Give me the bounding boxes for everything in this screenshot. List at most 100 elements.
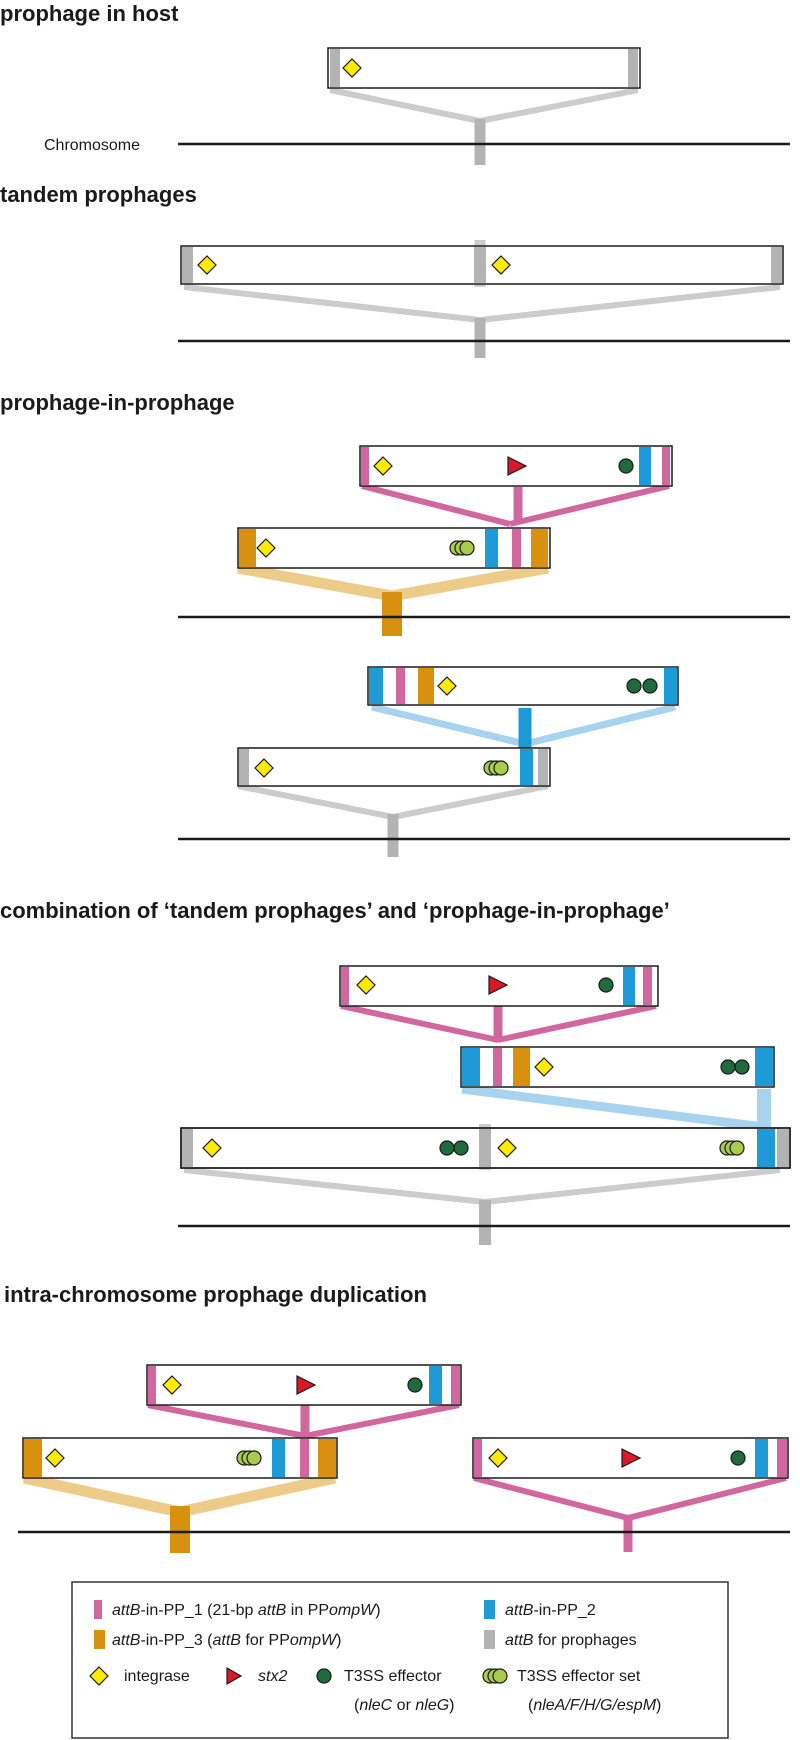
attb-site-53 xyxy=(664,668,677,704)
insertion-site-67 xyxy=(493,1006,503,1042)
insertion-line-104 xyxy=(304,1402,460,1439)
attb-site-27 xyxy=(361,447,369,485)
insertion-site-108 xyxy=(170,1506,190,1553)
attb-site-81 xyxy=(755,1048,773,1086)
insertion-line-9 xyxy=(479,284,781,323)
t3ss-effector-icon-135 xyxy=(730,1450,746,1466)
attb-site-58 xyxy=(239,749,249,785)
attb-site-16 xyxy=(771,247,782,283)
integrase-icon-38 xyxy=(256,538,276,558)
attb-site-29 xyxy=(662,447,670,485)
attb-site-36 xyxy=(512,529,521,567)
heading-prophage-in-prophage: prophage-in-prophage xyxy=(0,390,235,415)
attb-site-124 xyxy=(318,1439,336,1477)
attb-site-93 xyxy=(757,1129,775,1167)
integrase-icon-82 xyxy=(534,1057,554,1077)
attb-site-15 xyxy=(474,247,486,283)
attb-site-6 xyxy=(628,49,638,87)
legend-box xyxy=(71,1581,729,1739)
insertion-line-65 xyxy=(340,1003,499,1043)
attb-site-94 xyxy=(777,1129,789,1167)
legend-label-attb-in-pp1: attB-in-PP_1 (21-bp attB in PPompW) xyxy=(112,1602,381,1619)
attb-site-60 xyxy=(538,749,548,785)
heading-prophage-in-host: prophage in host xyxy=(0,1,179,26)
insertion-line-86 xyxy=(484,1167,781,1205)
integrase-icon-99 xyxy=(497,1138,517,1158)
attb-site-59 xyxy=(520,749,533,785)
t3ss-effector-icon-56 xyxy=(642,678,658,694)
t3ss-effector-icon-76 xyxy=(598,977,614,993)
stx2-icon-118 xyxy=(296,1375,317,1395)
insertion-line-19 xyxy=(361,483,511,527)
insertion-site-11 xyxy=(474,318,486,358)
legend-label-attb-in-pp3: attB-in-PP_3 (attB for PPompW) xyxy=(112,1632,341,1649)
integrase-icon-117 xyxy=(162,1375,182,1395)
t3ss-effector-icon-83 xyxy=(720,1059,736,1075)
integrase-icon-125 xyxy=(45,1448,65,1468)
heading-duplication: intra-chromosome prophage duplication xyxy=(4,1282,427,1307)
attb-site-73 xyxy=(643,967,652,1005)
chromosome-label: Chromosome xyxy=(44,137,140,154)
insertion-line-1 xyxy=(479,87,639,124)
attb-site-35 xyxy=(485,529,498,567)
legend-label-t3ss-effector: T3SS effector xyxy=(344,1668,442,1685)
legend-label-attb-prophages: attB for prophages xyxy=(505,1632,637,1649)
integrase-icon-30 xyxy=(373,456,393,476)
insertion-site-105 xyxy=(300,1405,310,1439)
attb-site-130 xyxy=(474,1439,482,1477)
t3ss-effector-icon-97 xyxy=(439,1140,455,1156)
attb-site-52 xyxy=(418,668,434,704)
legend-swatch-attb-in-pp1 xyxy=(94,1600,102,1619)
legend-swatch-attb-in-pp2 xyxy=(484,1600,495,1619)
t3ss-effector-icon-55 xyxy=(626,678,642,694)
insertion-site-44 xyxy=(518,708,532,748)
attb-site-121 xyxy=(24,1439,42,1477)
attb-site-92 xyxy=(479,1129,491,1167)
legend-label-integrase: integrase xyxy=(124,1668,190,1685)
insertion-line-68 xyxy=(461,1084,765,1132)
insertion-site-24 xyxy=(382,592,402,636)
insertion-site-111 xyxy=(623,1516,633,1552)
attb-site-50 xyxy=(369,668,383,704)
attb-site-37 xyxy=(531,529,548,567)
attb-site-71 xyxy=(341,967,349,1005)
attb-site-132 xyxy=(777,1439,787,1477)
legend-label-t3ss-effector-detail: (nleC or nleG) xyxy=(354,1697,454,1714)
attb-site-14 xyxy=(182,247,193,283)
integrase-icon-133 xyxy=(488,1448,508,1468)
insertion-line-0 xyxy=(329,87,481,124)
insertion-line-109 xyxy=(473,1475,629,1521)
insertion-line-23 xyxy=(391,562,549,602)
insertion-line-46 xyxy=(392,783,549,820)
insertion-line-45 xyxy=(237,783,394,820)
legend-label-stx2: stx2 xyxy=(258,1668,287,1685)
heading-tandem-prophages: tandem prophages xyxy=(0,182,197,207)
attb-site-131 xyxy=(755,1439,768,1477)
legend-integrase-icon xyxy=(89,1666,109,1686)
legend-t3ss-set-icon-3 xyxy=(492,1668,508,1684)
t3ss-effector-icon-119 xyxy=(407,1377,423,1393)
heading-combination: combination of ‘tandem prophages’ and ‘p… xyxy=(0,898,670,923)
insertion-line-20 xyxy=(509,483,670,527)
insertion-line-22 xyxy=(237,562,393,602)
integrase-icon-17 xyxy=(197,255,217,275)
insertion-site-47 xyxy=(387,814,399,857)
legend-stx2-icon xyxy=(226,1666,243,1686)
attb-site-116 xyxy=(451,1366,460,1404)
attb-site-5 xyxy=(330,49,340,87)
integrase-icon-61 xyxy=(254,758,274,778)
diagram-artwork xyxy=(18,47,791,1553)
insertion-site-88 xyxy=(479,1200,491,1245)
legend-swatch-attb-prophages xyxy=(484,1630,495,1649)
attb-site-91 xyxy=(182,1129,193,1167)
t3ss-set-icon-128 xyxy=(246,1450,262,1466)
prophage-box-120 xyxy=(22,1437,338,1479)
legend-label-attb-in-pp2: attB-in-PP_2 xyxy=(505,1602,596,1619)
legend-label-t3ss-set: T3SS effector set xyxy=(517,1668,641,1685)
insertion-site-21 xyxy=(513,487,523,524)
t3ss-set-icon-102 xyxy=(729,1140,745,1156)
attb-site-123 xyxy=(300,1439,309,1477)
attb-site-122 xyxy=(272,1439,285,1477)
insertion-line-85 xyxy=(183,1167,486,1205)
legend-label-t3ss-set-detail: (nleA/F/H/G/espM) xyxy=(528,1697,661,1714)
